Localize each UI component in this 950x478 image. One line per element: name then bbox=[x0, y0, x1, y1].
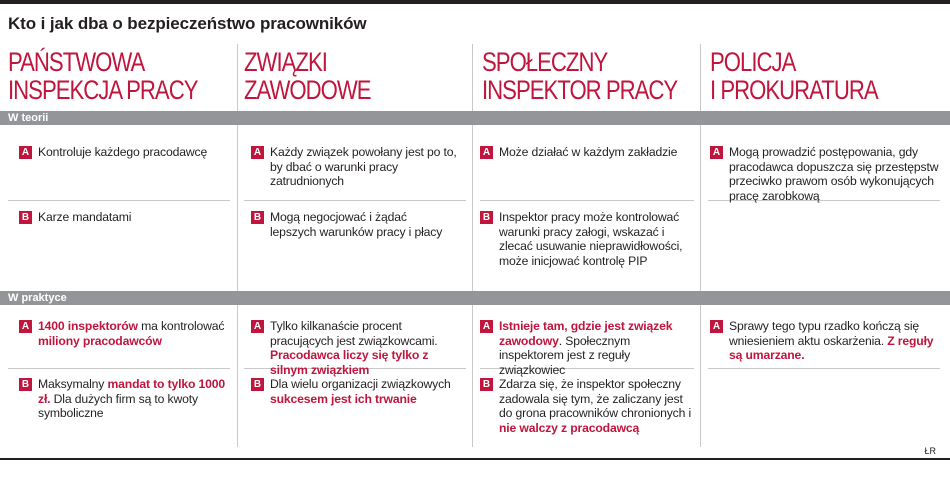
practice-pip-a: A 1400 inspektorów ma kontrolować milion… bbox=[19, 319, 231, 348]
practice-zz-a: A Tylko kilkanaście procent pracujących … bbox=[251, 319, 466, 377]
badge-a: A bbox=[480, 320, 493, 333]
practice-police-a: A Sprawy tego typu rzadko kończą się wni… bbox=[710, 319, 942, 363]
page-title: Kto i jak dba o bezpieczeństwo pracownik… bbox=[8, 14, 367, 33]
column-title-line: INSPEKTOR PRACY bbox=[482, 75, 678, 105]
cell-text: Może działać w każdym zakładzie bbox=[499, 145, 678, 159]
cell-text: Maksymalny mandat to tylko 1000 zł. Dla … bbox=[38, 377, 235, 421]
column-title-pip: PAŃSTWOWA INSPEKCJA PRACY bbox=[8, 47, 198, 105]
column-divider bbox=[237, 44, 238, 447]
practice-sip-a: A Istnieje tam, gdzie jest związek zawod… bbox=[480, 319, 694, 377]
badge-a: A bbox=[710, 146, 723, 159]
section-band-practice: W praktyce bbox=[0, 291, 950, 305]
text-run: Dla wielu organizacji związkowych bbox=[270, 377, 451, 391]
theory-sip-a: A Może działać w każdym zakładzie bbox=[480, 145, 694, 160]
cell-text: Mogą negocjować i żądać lepszych warunkó… bbox=[270, 210, 443, 239]
text-run: ma kontrolować bbox=[137, 319, 225, 333]
row-separator bbox=[8, 200, 230, 201]
highlight: mandat to tylko 1000 zł. bbox=[38, 377, 226, 406]
top-rule bbox=[0, 0, 950, 4]
column-title-sip: SPOŁECZNY INSPEKTOR PRACY bbox=[482, 47, 678, 105]
highlight: nie walczy z pracodawcą bbox=[499, 420, 640, 435]
text-run: Maksymalny bbox=[38, 377, 108, 391]
practice-zz-b: B Dla wielu organizacji związkowych sukc… bbox=[251, 377, 456, 406]
badge-a: A bbox=[19, 320, 32, 333]
badge-b: B bbox=[480, 211, 493, 224]
highlight: Pracodawca liczy się tylko z silnym zwią… bbox=[270, 348, 429, 377]
highlight: 1400 inspektorów bbox=[38, 319, 138, 333]
highlight: Z reguły są umarzane. bbox=[729, 333, 934, 363]
badge-a: A bbox=[480, 146, 493, 159]
cell-text: Karze mandatami bbox=[38, 210, 132, 224]
badge-a: A bbox=[251, 320, 264, 333]
cell-text: Tylko kilkanaście procent pracujących je… bbox=[270, 319, 466, 377]
highlight: miliony pracodawców bbox=[38, 333, 162, 348]
cell-text: Sprawy tego typu rzadko kończą się wnies… bbox=[729, 319, 942, 363]
badge-b: B bbox=[251, 211, 264, 224]
column-title-line: SPOŁECZNY bbox=[482, 47, 608, 77]
column-title-line: ZAWODOWE bbox=[244, 75, 372, 105]
text-run: Zdarza się, że inspektor społeczny zadow… bbox=[499, 377, 692, 420]
column-title-line: INSPEKCJA PRACY bbox=[8, 75, 198, 105]
cell-text: Istnieje tam, gdzie jest związek zawodow… bbox=[499, 319, 694, 377]
section-band-theory: W teorii bbox=[0, 111, 950, 125]
cell-text: Dla wielu organizacji związkowych sukces… bbox=[270, 377, 456, 406]
column-title-line: ZWIĄZKI bbox=[244, 47, 328, 77]
badge-b: B bbox=[19, 211, 32, 224]
cell-text: Każdy związek powołany jest po to, by db… bbox=[270, 145, 457, 188]
highlight: Istnieje tam, gdzie jest związek zawodow… bbox=[499, 319, 673, 348]
badge-a: A bbox=[251, 146, 264, 159]
text-run: Sprawy tego typu rzadko kończą się wnies… bbox=[729, 319, 920, 348]
cell-text: Mogą prowadzić postępowania, gdy pracoda… bbox=[729, 145, 939, 203]
text-run: Tylko kilkanaście procent pracujących je… bbox=[270, 319, 438, 348]
row-separator bbox=[480, 368, 694, 369]
theory-sip-b: B Inspektor pracy może kontrolować warun… bbox=[480, 210, 694, 268]
section-label: W teorii bbox=[8, 112, 49, 124]
theory-pip-b: B Karze mandatami bbox=[19, 210, 229, 225]
theory-pip-a: A Kontroluje każdego pracodawcę bbox=[19, 145, 229, 160]
row-separator bbox=[244, 200, 466, 201]
column-title-line: PAŃSTWOWA bbox=[8, 47, 145, 77]
column-title-line: POLICJA bbox=[710, 47, 796, 77]
author-credit: ŁR bbox=[924, 446, 936, 456]
column-divider bbox=[472, 44, 473, 447]
column-title-line: I PROKURATURA bbox=[710, 75, 879, 105]
badge-a: A bbox=[710, 320, 723, 333]
row-separator bbox=[244, 368, 466, 369]
practice-sip-b: B Zdarza się, że inspektor społeczny zad… bbox=[480, 377, 694, 435]
text-run: Dla dużych firm są to kwoty symboliczne bbox=[38, 391, 198, 421]
badge-b: B bbox=[19, 378, 32, 391]
cell-text: 1400 inspektorów ma kontrolować miliony … bbox=[38, 319, 231, 348]
cell-text: Kontroluje każdego pracodawcę bbox=[38, 145, 208, 159]
row-separator bbox=[708, 200, 940, 201]
column-divider bbox=[700, 44, 701, 447]
column-title-zz: ZWIĄZKI ZAWODOWE bbox=[244, 47, 372, 105]
cell-text: Zdarza się, że inspektor społeczny zadow… bbox=[499, 377, 694, 435]
badge-b: B bbox=[251, 378, 264, 391]
section-label: W praktyce bbox=[8, 292, 67, 304]
row-separator bbox=[708, 368, 940, 369]
column-title-police: POLICJA I PROKURATURA bbox=[710, 47, 879, 105]
row-separator bbox=[480, 200, 694, 201]
highlight: sukcesem jest ich trwanie bbox=[270, 391, 417, 406]
row-separator bbox=[8, 368, 230, 369]
practice-pip-b: B Maksymalny mandat to tylko 1000 zł. Dl… bbox=[19, 377, 235, 421]
text-run: . Społecznym inspektorem jest z reguły z… bbox=[499, 333, 631, 377]
badge-a: A bbox=[19, 146, 32, 159]
theory-police-a: A Mogą prowadzić postępowania, gdy praco… bbox=[710, 145, 942, 203]
theory-zz-a: A Każdy związek powołany jest po to, by … bbox=[251, 145, 466, 189]
bottom-rule bbox=[0, 458, 950, 460]
theory-zz-b: B Mogą negocjować i żądać lepszych warun… bbox=[251, 210, 456, 239]
badge-b: B bbox=[480, 378, 493, 391]
cell-text: Inspektor pracy może kontrolować warunki… bbox=[499, 210, 683, 268]
